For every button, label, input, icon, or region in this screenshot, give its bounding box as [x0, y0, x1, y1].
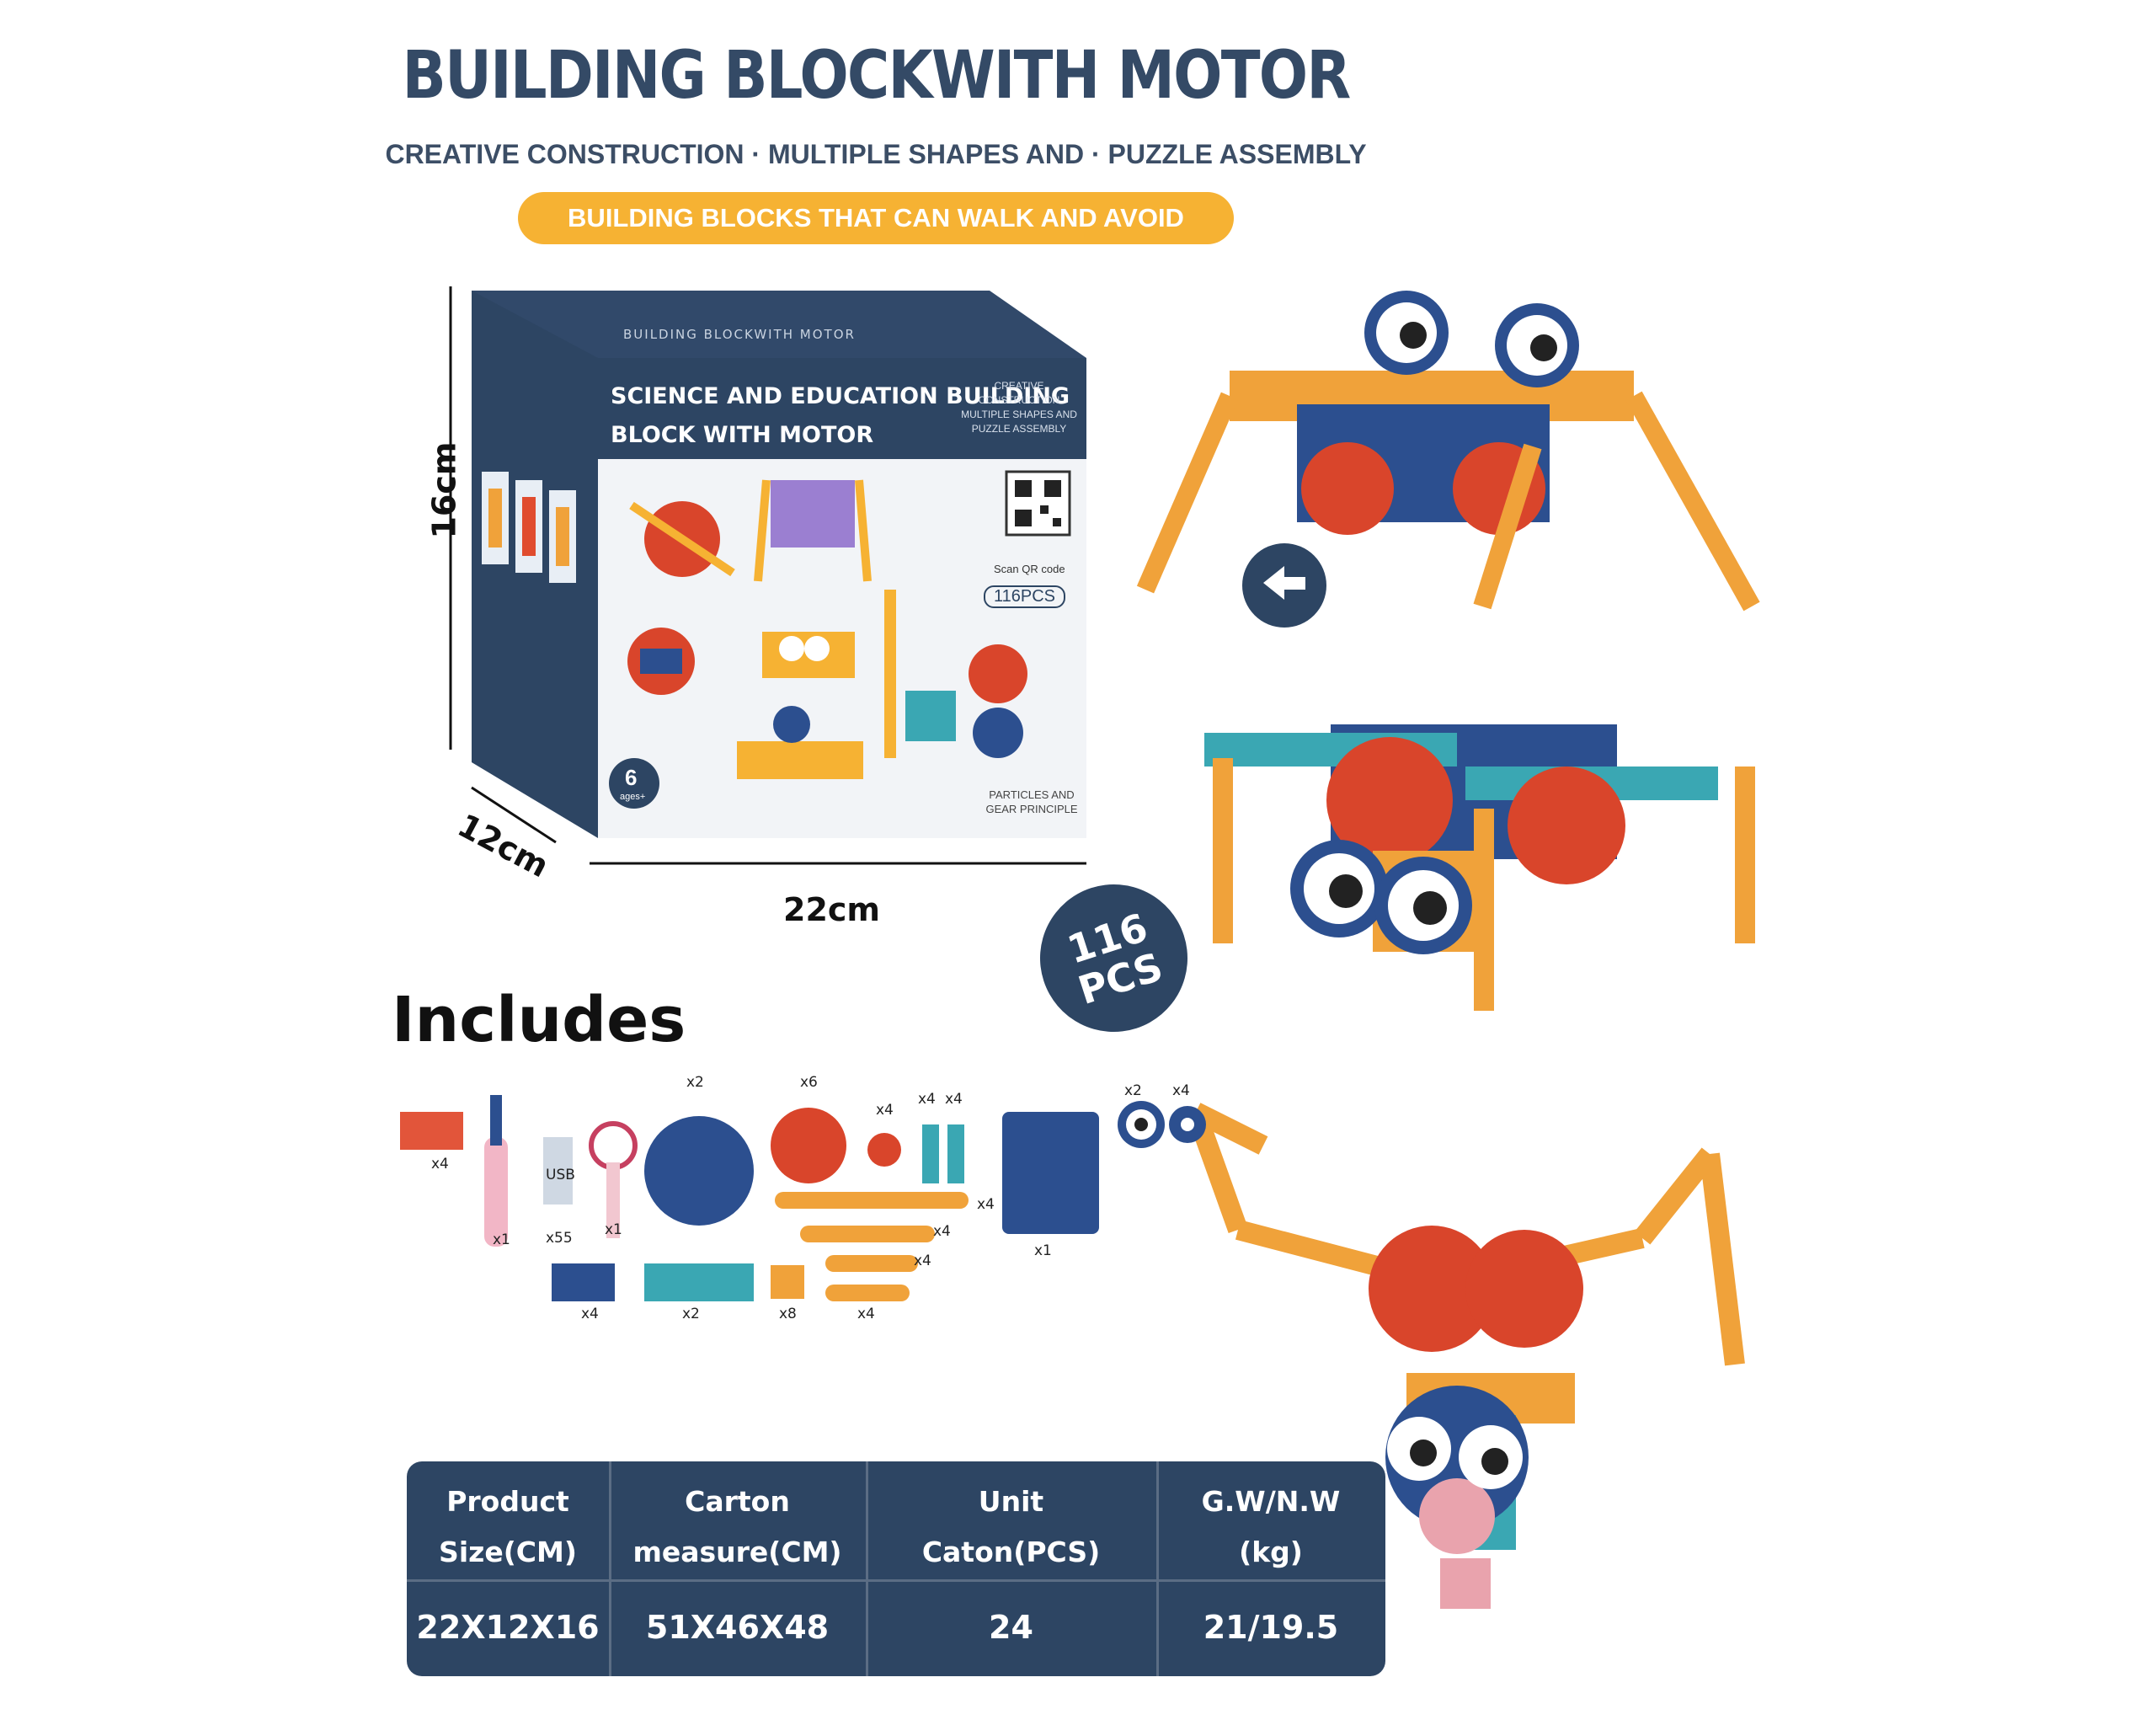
- part-label-19: x8: [779, 1306, 797, 1322]
- header-line: measure(CM): [632, 1536, 842, 1568]
- table-col-carton-measure: Carton measure(CM) 51X46X48: [609, 1461, 868, 1676]
- box-footer-line2: GEAR PRINCIPLE: [985, 803, 1078, 815]
- box-top-text: BUILDING BLOCKWITH MOTOR: [623, 327, 856, 342]
- header-line: Carton: [685, 1485, 790, 1518]
- dimension-width: 22cm: [783, 891, 881, 928]
- part-label-11: x4: [977, 1196, 995, 1213]
- header-line: G.W/N.W: [1201, 1485, 1341, 1518]
- box-scan-text: Scan QR code: [994, 563, 1065, 575]
- header-line: (kg): [1239, 1536, 1303, 1568]
- header-line: Unit: [978, 1485, 1044, 1518]
- table-cell: 24: [989, 1609, 1033, 1646]
- tagline-pill: BUILDING BLOCKS THAT CAN WALK AND AVOID …: [518, 192, 1234, 285]
- table-cell: 51X46X48: [645, 1609, 830, 1646]
- part-label-5: x1: [605, 1221, 622, 1238]
- header-line: Caton(PCS): [921, 1536, 1101, 1568]
- part-label-2: x1: [493, 1231, 510, 1248]
- part-label-1: x4: [431, 1156, 449, 1172]
- beam-part-short: [825, 1255, 918, 1272]
- beam-part-long: [775, 1192, 969, 1209]
- medium-gear-part: [771, 1108, 846, 1183]
- part-label-10: x4: [945, 1091, 963, 1108]
- box-side-line1: CREATIVE CONSTRUCTION: [978, 380, 1060, 406]
- includes-title: Includes: [392, 984, 686, 1056]
- model-thumbnail-7: [737, 706, 863, 779]
- table-cell: 21/19.5: [1203, 1609, 1339, 1646]
- part-label-18: x2: [682, 1306, 700, 1322]
- model-thumbnail-3: [627, 628, 695, 695]
- robot-models-illustration: [1136, 291, 1760, 1609]
- part-label-20: x4: [857, 1306, 875, 1322]
- beam-part-medium: [800, 1226, 935, 1242]
- part-label-9: x4: [918, 1091, 936, 1108]
- connector-part-b: [947, 1124, 964, 1183]
- orange-block-part: [771, 1265, 804, 1299]
- included-parts-illustration: [400, 1095, 1206, 1301]
- part-label-12: x4: [933, 1223, 951, 1240]
- page-title: BUILDING BLOCKWITH MOTOR: [402, 38, 1352, 114]
- motor-controller-part: [484, 1137, 508, 1247]
- box-side-line2: MULTIPLE SHAPES AND: [961, 409, 1077, 420]
- box-age-unit: ages+: [620, 792, 646, 802]
- box-footer-line1: PARTICLES AND: [989, 788, 1075, 801]
- product-box-illustration: [449, 286, 1086, 865]
- pins-part: [543, 1137, 573, 1205]
- page-subtitle: CREATIVE CONSTRUCTION · MULTIPLE SHAPES …: [385, 139, 1367, 169]
- box-footer-text: PARTICLES AND GEAR PRINCIPLE: [977, 788, 1086, 816]
- table-col-weight: G.W/N.W (kg) 21/19.5: [1156, 1461, 1385, 1676]
- header-line: Size(CM): [439, 1536, 577, 1568]
- large-gear-part: [644, 1116, 754, 1226]
- part-label-14: x1: [1034, 1242, 1052, 1259]
- model-thumbnail-1: [629, 501, 735, 577]
- part-label-6: x2: [686, 1074, 704, 1091]
- box-heading-line1: SCIENCE AND EDUCATION BUILDING: [611, 383, 1070, 409]
- model-thumbnail-5: [884, 590, 956, 758]
- table-cell: 22X12X16: [416, 1609, 600, 1646]
- crab-robot-model: [1136, 291, 1760, 628]
- wrench-part: [589, 1121, 638, 1170]
- connector-part-a: [922, 1124, 939, 1183]
- box-side-text: CREATIVE CONSTRUCTION MULTIPLE SHAPES AN…: [956, 379, 1082, 436]
- box-pcs-label: 116PCS: [984, 585, 1066, 608]
- box-heading: SCIENCE AND EDUCATION BUILDING BLOCK WIT…: [611, 377, 1070, 455]
- box-age-number: 6: [625, 765, 638, 790]
- insect-robot-model: [1186, 1103, 1745, 1609]
- blue-block-part: [552, 1263, 615, 1301]
- teal-block-part: [644, 1263, 754, 1301]
- table-header: Carton measure(CM): [609, 1477, 866, 1578]
- part-label-4: x55: [546, 1230, 573, 1247]
- box-side-line3: PUZZLE ASSEMBLY: [971, 423, 1067, 435]
- table-header: G.W/N.W (kg): [1156, 1477, 1385, 1578]
- part-label-7: x6: [800, 1074, 818, 1091]
- box-heading-line2: BLOCK WITH MOTOR: [611, 422, 874, 448]
- battery-clip-part: [400, 1112, 463, 1150]
- model-thumbnail-6: [969, 644, 1027, 758]
- part-label-16: x4: [1172, 1082, 1190, 1099]
- part-label-15: x2: [1124, 1082, 1142, 1099]
- dimension-height: 16cm: [425, 441, 463, 539]
- model-thumbnail-4: [762, 632, 855, 678]
- part-label-3: USB: [546, 1167, 575, 1183]
- small-gear-part: [867, 1133, 901, 1167]
- part-label-13: x4: [914, 1253, 931, 1269]
- header-line: Product: [446, 1485, 569, 1518]
- part-label-17: x4: [581, 1306, 599, 1322]
- walker-robot-model: [1204, 724, 1755, 1011]
- table-divider: [407, 1579, 1385, 1582]
- battery-box-part: [1002, 1112, 1099, 1234]
- beam-part-tiny: [825, 1285, 910, 1301]
- model-thumbnail-2: [754, 479, 872, 582]
- part-label-8: x4: [876, 1102, 894, 1119]
